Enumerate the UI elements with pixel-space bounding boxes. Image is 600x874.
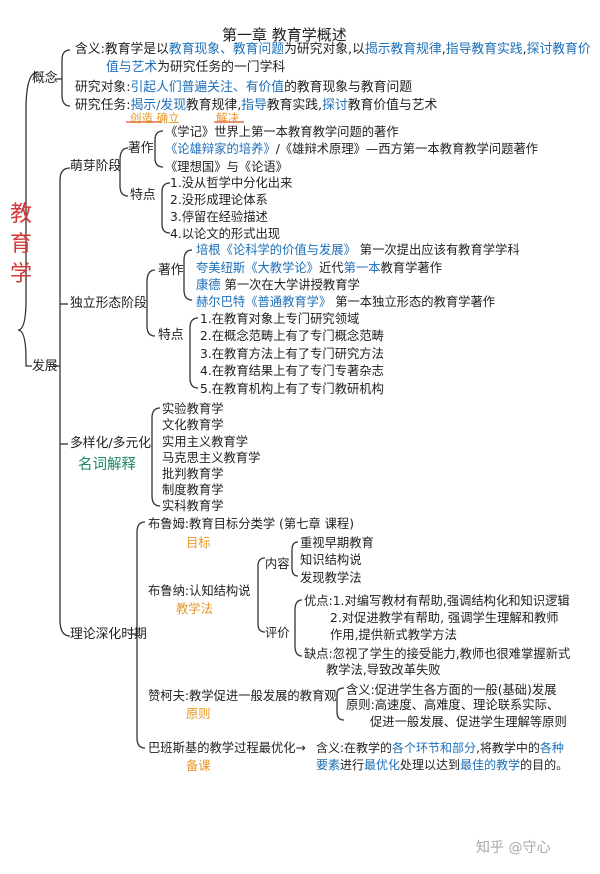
sprout-work-3: 《理想国》与《论语》 bbox=[165, 160, 288, 174]
bloom-note: 目标 bbox=[186, 536, 211, 550]
root-char-2: 育 bbox=[10, 232, 33, 257]
sprout-works-label: 著作 bbox=[128, 141, 154, 156]
diverse-item-2: 文化教育学 bbox=[162, 418, 224, 432]
zankov-meaning: 含义:促进学生各方面的一般(基础)发展 bbox=[346, 683, 557, 697]
sprout-label: 萌芽阶段 bbox=[70, 159, 122, 174]
independent-feature-5: 5.在教育机构上有了专门教研机构 bbox=[200, 382, 384, 396]
babansky-definition-line1: 含义:在教学的各个环节和部分,将教学中的各种 bbox=[316, 741, 564, 755]
bruner-eval-label: 评价 bbox=[265, 626, 290, 640]
bruner-content-2: 知识结构说 bbox=[300, 553, 362, 567]
bruner-pros-3: 作用,提供新式教学方法 bbox=[330, 628, 457, 642]
bruner-content-3: 发现教学法 bbox=[300, 571, 362, 585]
sprout-work-1: 《学记》世界上第一本教育教学问题的著作 bbox=[165, 125, 399, 139]
root-char-1: 教 bbox=[10, 202, 33, 227]
concept-task: 研究任务:揭示/发现教育规律,指导教育实践,探讨教育价值与艺术 bbox=[75, 98, 438, 113]
root-char-3: 学 bbox=[10, 262, 33, 287]
sprout-feature-4: 4.以论文的形式出现 bbox=[170, 227, 281, 241]
bruner-cons-1: 缺点:忽视了学生的接受能力,教师也很难掌握新式 bbox=[304, 647, 571, 661]
babansky-definition-line2: 要素进行最优化处理以达到最佳的教学的目的。 bbox=[316, 758, 569, 772]
independent-work-2: 夸美纽斯《大教学论》近代第一本教育学著作 bbox=[196, 261, 442, 275]
zankov-text: 赞柯夫:教学促进一般发展的教育观 bbox=[148, 689, 337, 703]
development-label: 发展 bbox=[32, 359, 58, 374]
diverse-item-3: 实用主义教育学 bbox=[162, 435, 249, 449]
concept-definition-line1: 含义:教育学是以教育现象、教育问题为研究对象,以揭示教育规律,指导教育实践,探讨… bbox=[75, 42, 591, 57]
deepening-label: 理论深化时期 bbox=[70, 627, 147, 642]
page-title: 第一章 教育学概述 bbox=[222, 26, 347, 44]
sprout-feature-2: 2.没形成理论体系 bbox=[170, 193, 268, 207]
independent-work-3: 康德 第一次在大学讲授教育学 bbox=[196, 278, 360, 292]
babansky-text: 巴班斯基的教学过程最优化→ bbox=[148, 741, 306, 755]
concept-label: 概念 bbox=[32, 71, 58, 86]
independent-work-4: 赫尔巴特《普通教育学》 第一本独立形态的教育学著作 bbox=[196, 295, 496, 309]
task-note-1: 创造 确立 bbox=[130, 111, 180, 125]
concept-definition-line2: 值与艺术为研究任务的一门学科 bbox=[106, 60, 286, 75]
sprout-feature-3: 3.停留在经验描述 bbox=[170, 210, 268, 224]
bruner-content-1: 重视早期教育 bbox=[300, 536, 374, 550]
independent-feature-1: 1.在教育对象上专门研究领域 bbox=[200, 312, 360, 326]
concept-object: 研究对象:引起人们普遍关注、有价值的教育现象与教育问题 bbox=[75, 80, 413, 95]
bruner-pros-1: 优点:1.对编写教材有帮助,强调结构化和知识逻辑 bbox=[304, 594, 570, 608]
sprout-features-label: 特点 bbox=[130, 188, 156, 203]
sprout-feature-1: 1.没从哲学中分化出来 bbox=[170, 176, 293, 190]
bruner-note: 教学法 bbox=[176, 602, 213, 616]
bruner-cons-2: 教学法,导致改革失败 bbox=[326, 663, 441, 677]
zankov-principle-1: 原则:高速度、高难度、理论联系实际、 bbox=[346, 698, 560, 712]
bruner-text: 布鲁纳:认知结构说 bbox=[148, 584, 251, 598]
independent-work-1: 培根《论科学的价值与发展》 第一次提出应该有教育学学科 bbox=[196, 243, 520, 257]
zankov-note: 原则 bbox=[186, 707, 211, 721]
diverse-item-7: 实科教育学 bbox=[162, 499, 224, 513]
task-note-2: 解决 bbox=[216, 111, 239, 125]
bruner-content-label: 内容 bbox=[265, 557, 290, 571]
bloom-text: 布鲁姆:教育目标分类学 (第七章 课程) bbox=[148, 517, 355, 531]
independent-feature-2: 2.在概念范畴上有了专门概念范畴 bbox=[200, 329, 384, 343]
independent-works-label: 著作 bbox=[158, 263, 184, 278]
independent-feature-4: 4.在教育结果上有了专门专著杂志 bbox=[200, 364, 384, 378]
zankov-principle-2: 促进一般发展、促进学生理解等原则 bbox=[370, 715, 567, 729]
bruner-pros-2: 2.对促进教学有帮助, 强调学生理解和教师 bbox=[330, 611, 559, 625]
independent-feature-3: 3.在教育方法上有了专门研究方法 bbox=[200, 347, 384, 361]
sprout-work-2: 《论雄辩家的培养》/《雄辩术原理》—西方第一本教育教学问题著作 bbox=[165, 142, 539, 156]
diverse-note: 名词解释 bbox=[78, 457, 136, 473]
diverse-item-1: 实验教育学 bbox=[162, 402, 224, 416]
independent-label: 独立形态阶段 bbox=[70, 296, 147, 311]
babansky-note: 备课 bbox=[186, 759, 211, 773]
diverse-item-5: 批判教育学 bbox=[162, 467, 224, 481]
independent-features-label: 特点 bbox=[158, 328, 184, 343]
watermark: 知乎 @守心 bbox=[476, 840, 551, 856]
diverse-item-6: 制度教育学 bbox=[162, 483, 224, 497]
diverse-label: 多样化/多元化 bbox=[70, 436, 152, 451]
diverse-item-4: 马克思主义教育学 bbox=[162, 451, 261, 465]
